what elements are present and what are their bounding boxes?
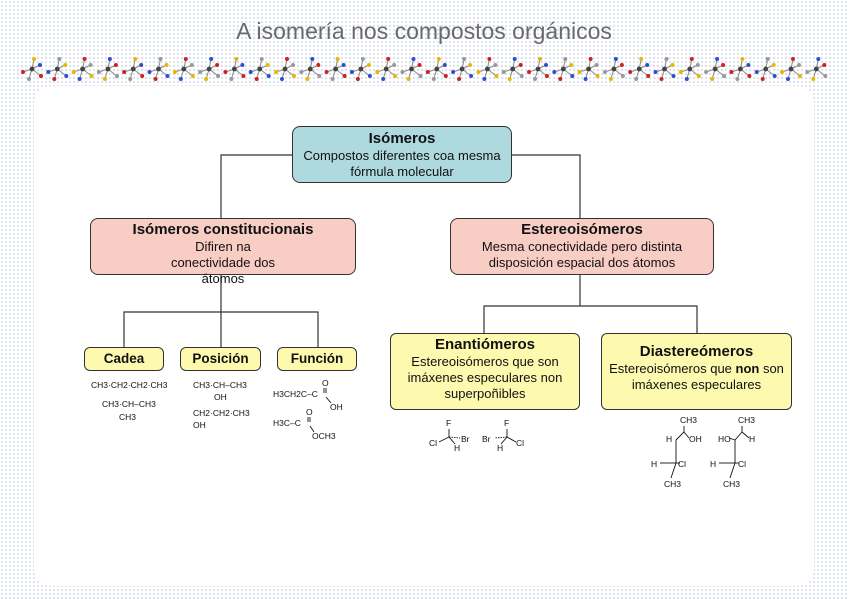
molecule-glyph (451, 57, 474, 81)
enantiomers-title: Enantiómeros (434, 336, 536, 353)
chain-formula-butane: CH3·CH2·CH2·CH3 (91, 380, 168, 390)
stereo-title: Estereoisómeros (521, 221, 643, 238)
chain-formula-isobutane: CH3·CH–CH3 (102, 399, 156, 409)
molecule-glyph (96, 57, 119, 81)
stereoisomers-box: Estereoisómeros Mesma conectividade pero… (450, 218, 714, 275)
chain-box: Cadea (84, 347, 164, 371)
diast2-h: H (749, 434, 756, 444)
position-formula-2-propanol: CH3·CH–CH3 (193, 380, 247, 390)
molecule-glyph (628, 57, 651, 81)
molecule-glyph (501, 57, 524, 81)
molecule-glyph (653, 57, 676, 81)
function-formula-acid: H3CH2C–C (273, 389, 318, 399)
molecule-glyph (46, 57, 69, 81)
diast2-ho: HO (718, 434, 731, 444)
constitutional-description: Difiren na conectividade dos átomos (170, 239, 276, 286)
position-box: Posición (180, 347, 261, 371)
molecule-glyph (476, 57, 499, 81)
molecule-glyph (780, 57, 802, 81)
molecule-glyph (602, 57, 625, 81)
molecule-glyph (299, 57, 322, 81)
function-formula-ester-o: O (306, 407, 313, 417)
diast1-h: H (666, 434, 673, 444)
enantiomer1-cl: Cl (429, 438, 438, 448)
stereo-description: Mesma conectividade pero distinta dispos… (481, 239, 683, 270)
molecule-glyph (248, 57, 271, 81)
enantiomers-box: Enantiómeros Estereoisómeros que son imá… (390, 333, 580, 410)
enantiomer1-f: F (446, 418, 452, 428)
diast2-ch3-top: CH3 (738, 415, 756, 425)
molecule-glyph (198, 57, 221, 81)
enantiomer2-h: H (497, 443, 504, 453)
molecule-glyph (324, 57, 347, 81)
function-box: Función (277, 347, 357, 371)
molecule-glyph (678, 57, 701, 81)
molecule-glyph (172, 57, 195, 81)
position-formula-oh-2: OH (193, 420, 206, 430)
molecule-glyph (349, 57, 372, 81)
position-formula-oh-1: OH (214, 392, 227, 402)
position-formula-1-propanol: CH2·CH2·CH3 (193, 408, 250, 418)
isomers-description: Compostos diferentes coa mesma fórmula m… (303, 148, 501, 179)
diast1-cl: Cl (678, 459, 687, 469)
function-formula-ester-och3: OCH3 (312, 431, 336, 441)
constitutional-title: Isómeros constitucionais (132, 221, 314, 238)
enantiomer2-f: F (504, 418, 510, 428)
enantiomer2-br: Br (482, 434, 491, 444)
molecule-glyph (375, 57, 398, 81)
connector-stereo-branches (483, 305, 698, 333)
molecule-glyph (577, 57, 600, 81)
connector-root-constit (220, 154, 292, 218)
molecule-glyph (400, 57, 423, 81)
molecule-glyph (754, 57, 777, 81)
isomers-box: Isómeros Compostos diferentes coa mesma … (292, 126, 512, 183)
page-title: A isomería nos compostos orgánicos (236, 18, 612, 44)
diastereomers-title: Diastereómeros (639, 343, 754, 360)
enantiomer1-h: H (454, 443, 461, 453)
function-formula-ester: H3C–C (273, 418, 301, 428)
constitutional-isomers-box: Isómeros constitucionais Difiren na cone… (90, 218, 356, 286)
diast1-ch3-bottom: CH3 (664, 479, 682, 489)
molecule-glyph (552, 57, 575, 81)
diast1-h2: H (651, 459, 658, 469)
molecule-glyph (729, 57, 752, 81)
molecule-glyph (223, 57, 246, 81)
molecule-glyph (425, 57, 448, 81)
molecule-glyph (147, 57, 170, 81)
diastereomers-description: Estereoisómeros que non son imáxenes esp… (609, 361, 784, 392)
molecule-glyph (122, 57, 145, 81)
connector-root-stereo (512, 154, 581, 218)
enantiomers-description: Estereoisómeros que son imáxenes especul… (407, 354, 563, 401)
molecule-glyph (71, 57, 94, 81)
molecule-glyph (805, 57, 828, 81)
molecule-glyph (274, 57, 296, 81)
diast2-ch3-bottom: CH3 (723, 479, 741, 489)
diast2-cl: Cl (738, 459, 747, 469)
diast1-oh: OH (689, 434, 702, 444)
molecule-glyph (704, 57, 727, 81)
molecule-glyph (527, 57, 549, 81)
isomers-title: Isómeros (368, 130, 436, 147)
enantiomer2-cl: Cl (516, 438, 525, 448)
enantiomer1-br: Br (461, 434, 470, 444)
function-formula-acid-o: O (322, 378, 329, 388)
diastereomers-box: Diastereómeros Estereoisómeros que non s… (601, 333, 792, 410)
diast1-ch3-top: CH3 (680, 415, 698, 425)
molecule-glyph (21, 57, 43, 81)
chain-formula-methyl: CH3 (119, 412, 137, 422)
function-formula-acid-oh: OH (330, 402, 343, 412)
diast2-h2: H (710, 459, 717, 469)
molecule-border-strip (21, 57, 828, 81)
